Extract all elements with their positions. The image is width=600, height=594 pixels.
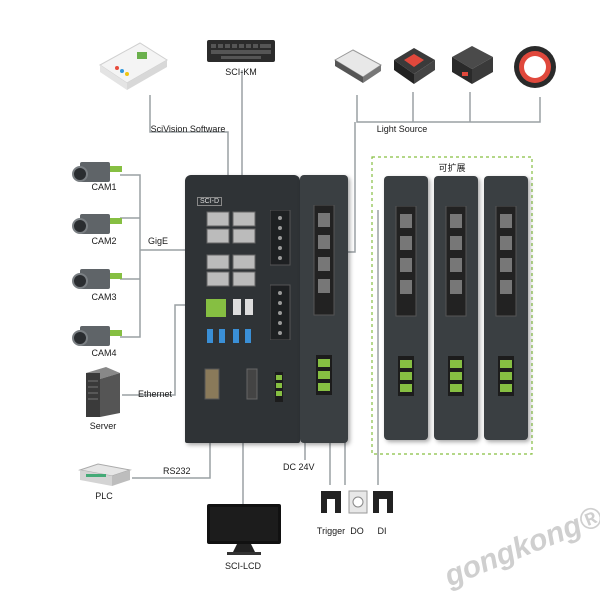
expansion-module <box>484 176 528 440</box>
scivision-software-box <box>95 35 170 90</box>
ring-light-icon <box>510 42 560 92</box>
trigger-sensor-icon <box>319 487 343 517</box>
plc-icon <box>78 462 132 486</box>
scivision-label: SciVision Software <box>150 124 226 134</box>
camera-icon <box>72 210 122 236</box>
square-light-icon <box>392 42 437 87</box>
expansion-module <box>434 176 478 440</box>
camera-icon <box>72 322 122 348</box>
expansion-module <box>384 176 428 440</box>
expandable-label: 可扩展 <box>438 163 466 173</box>
rs232-label: RS232 <box>163 466 191 476</box>
lcd-monitor-icon <box>205 502 283 557</box>
di-sensor-icon <box>371 487 395 517</box>
server-icon <box>84 367 122 419</box>
do-sensor-icon <box>346 487 370 517</box>
cam4-label: CAM4 <box>91 348 117 358</box>
trigger-label: Trigger <box>316 526 346 536</box>
server-label: Server <box>89 421 117 431</box>
model-badge: SCI-D <box>197 197 223 206</box>
sci-km-label: SCI-KM <box>225 67 257 77</box>
camera-icon <box>72 158 122 184</box>
main-controller: SCI-D <box>185 175 300 443</box>
plc-label: PLC <box>95 491 113 501</box>
cam3-label: CAM3 <box>91 292 117 302</box>
io-module <box>300 175 348 443</box>
di-label: DI <box>377 526 387 536</box>
gige-label: GigE <box>148 236 169 246</box>
bar-light-icon <box>333 45 383 85</box>
do-label: DO <box>350 526 364 536</box>
ethernet-label: Ethernet <box>138 389 173 399</box>
cam2-label: CAM2 <box>91 236 117 246</box>
dc24v-label: DC 24V <box>283 462 315 472</box>
keyboard-icon <box>207 40 275 62</box>
light-source-label: Light Source <box>376 124 428 134</box>
camera-icon <box>72 265 122 291</box>
cam1-label: CAM1 <box>91 182 117 192</box>
dome-light-icon <box>450 42 495 87</box>
sci-lcd-label: SCI-LCD <box>224 561 262 571</box>
